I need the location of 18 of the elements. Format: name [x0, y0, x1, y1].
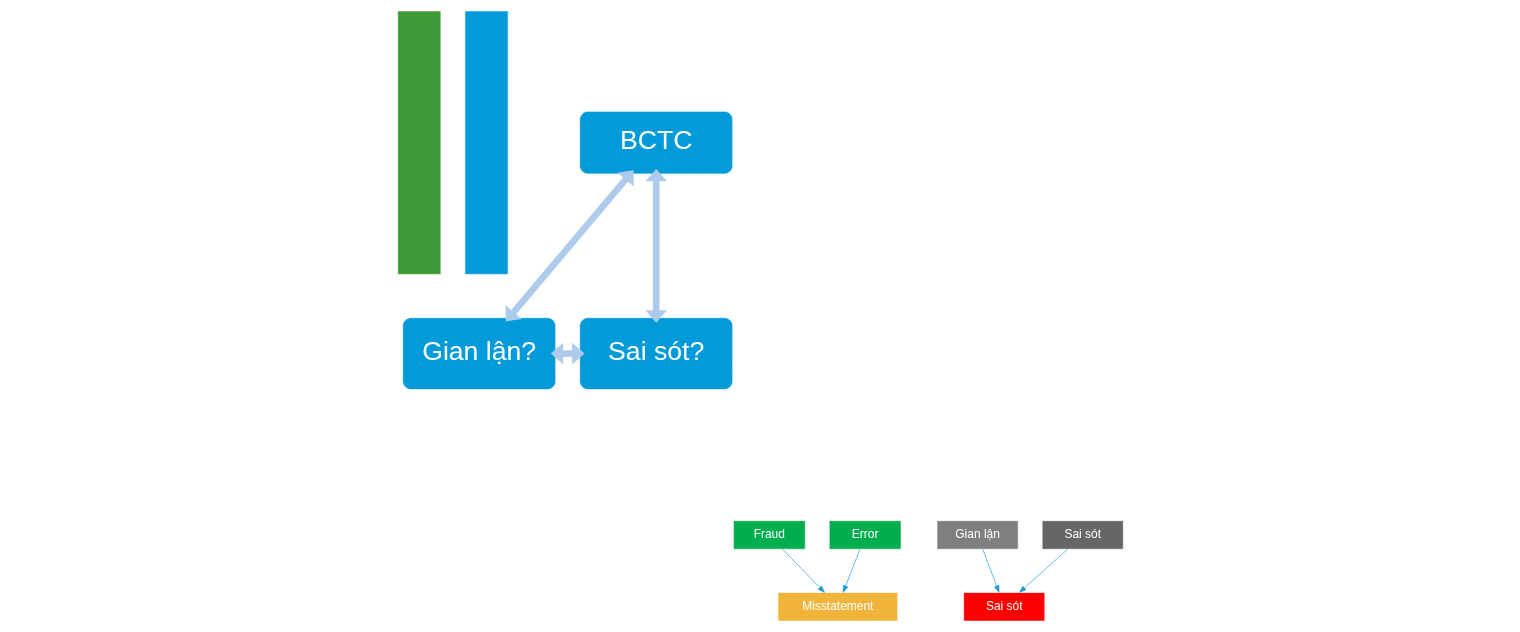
node-bar: [464, 10, 508, 275]
arrow: [842, 549, 860, 593]
arrow: [504, 170, 634, 322]
arrow: [981, 549, 999, 593]
node-box: Sai sót?: [578, 317, 733, 390]
node-box: Gian lận: [936, 520, 1019, 550]
node-box: BCTC: [578, 111, 733, 175]
node-bar: [396, 10, 441, 275]
node-box: Sai sót: [1041, 520, 1124, 550]
arrow: [1018, 549, 1068, 593]
node-box: Gian lận?: [401, 317, 556, 390]
node-box: Fraud: [732, 520, 806, 550]
node-box: Misstatement: [777, 592, 898, 622]
arrow: [644, 168, 667, 323]
node-box: Error: [828, 520, 901, 550]
arrow: [550, 342, 585, 365]
node-box: Sai sót: [962, 592, 1045, 622]
arrow: [781, 549, 825, 593]
